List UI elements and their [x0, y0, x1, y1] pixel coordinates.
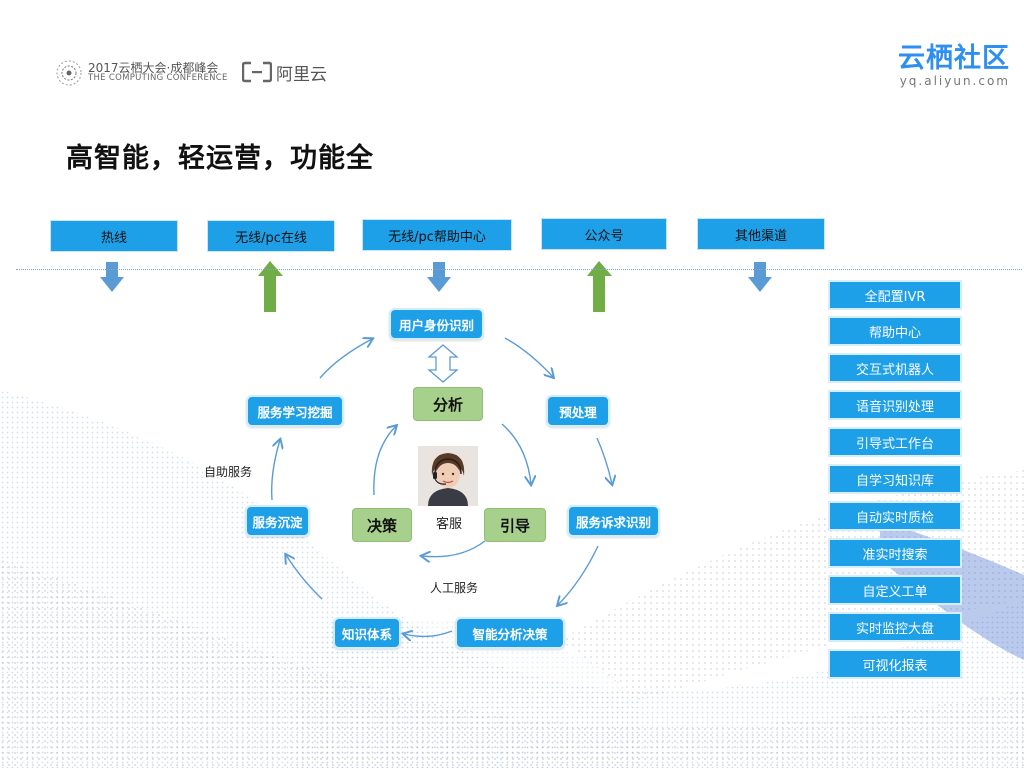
feature-item-qa: 自动实时质检 [828, 501, 962, 531]
channel-other: 其他渠道 [697, 218, 825, 250]
channel-official-account: 公众号 [541, 218, 667, 250]
feature-item-chatbot: 交互式机器人 [828, 353, 962, 383]
feature-item-workbench: 引导式工作台 [828, 427, 962, 457]
label-manual-service: 人工服务 [430, 581, 479, 595]
feature-item-help-center: 帮助中心 [828, 316, 962, 346]
feature-item-report: 可视化报表 [828, 649, 962, 679]
channel-help-center: 无线/pc帮助中心 [362, 219, 512, 251]
feature-item-ticket: 自定义工单 [828, 575, 962, 605]
node-knowledge-system: 知识体系 [333, 617, 401, 649]
feature-item-search: 准实时搜索 [828, 538, 962, 568]
feature-item-speech: 语音识别处理 [828, 390, 962, 420]
node-user-identity: 用户身份识别 [389, 308, 484, 340]
node-service-request: 服务诉求识别 [567, 505, 660, 537]
node-smart-decision: 智能分析决策 [455, 617, 565, 649]
conference-subtitle: THE COMPUTING CONFERENCE [88, 73, 228, 83]
feature-item-dashboard: 实时监控大盘 [828, 612, 962, 642]
aliyun-label: 阿里云 [276, 65, 327, 85]
channel-divider [16, 269, 1022, 270]
core-analyze: 分析 [413, 387, 483, 421]
feature-item-knowledge: 自学习知识库 [828, 464, 962, 494]
conference-logo: 2017云栖大会·成都峰会 THE COMPUTING CONFERENCE 阿… [54, 56, 334, 90]
community-logo: 云栖社区 yq.aliyun.com [898, 43, 1010, 89]
agent-avatar [418, 446, 478, 506]
feature-item-ivr: 全配置IVR [828, 280, 962, 310]
channel-hotline: 热线 [50, 220, 178, 252]
node-preprocess: 预处理 [546, 395, 610, 427]
node-service-settle: 服务沉淀 [245, 505, 310, 537]
community-title: 云栖社区 [898, 43, 1010, 74]
aliyun-logo-icon [242, 61, 272, 83]
globe-dots-icon [56, 60, 82, 86]
community-url: yq.aliyun.com [899, 74, 1010, 88]
headset-agent-icon [418, 446, 478, 506]
label-self-service: 自助服务 [204, 465, 253, 479]
core-decide: 决策 [352, 508, 412, 542]
channel-online: 无线/pc在线 [207, 220, 335, 252]
agent-label: 客服 [436, 517, 463, 532]
core-guide: 引导 [484, 508, 546, 542]
conference-name: 2017云栖大会·成都峰会 [88, 61, 219, 75]
node-service-mining: 服务学习挖掘 [246, 395, 344, 427]
page-title: 高智能，轻运营，功能全 [66, 143, 374, 174]
